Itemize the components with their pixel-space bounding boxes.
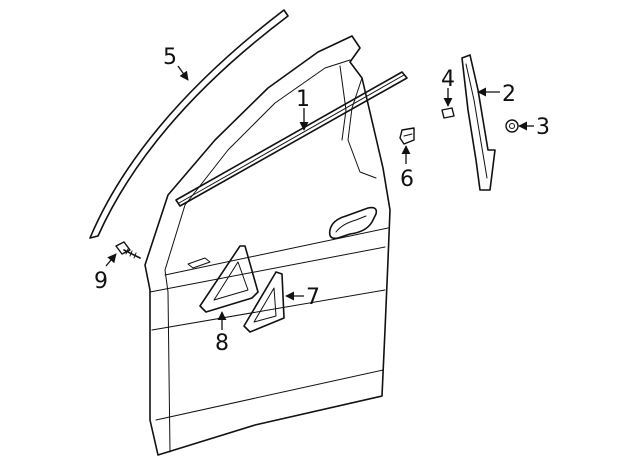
part-2-pillar-applique	[461, 54, 496, 191]
part-3-screw	[505, 119, 519, 133]
callout-5: 5	[163, 45, 177, 70]
callout-7: 7	[306, 285, 320, 310]
leader-9	[105, 253, 117, 267]
callout-8: 8	[215, 331, 229, 356]
part-8-sail-cover	[199, 245, 259, 313]
callout-3: 3	[536, 115, 550, 140]
door-shell	[144, 35, 391, 456]
leader-5	[177, 65, 189, 81]
part-9-bolt	[115, 241, 141, 259]
callout-2: 2	[502, 82, 516, 107]
callout-1: 1	[296, 87, 310, 112]
callout-6: 6	[400, 167, 414, 192]
part-6-bracket	[399, 127, 415, 145]
part-4-clip	[441, 107, 455, 119]
callout-9: 9	[94, 269, 108, 294]
callout-4: 4	[441, 67, 455, 92]
part-5-drip-moulding	[89, 9, 289, 239]
part-1-belt-moulding	[175, 71, 408, 207]
part-7-inner-cover	[243, 271, 285, 333]
